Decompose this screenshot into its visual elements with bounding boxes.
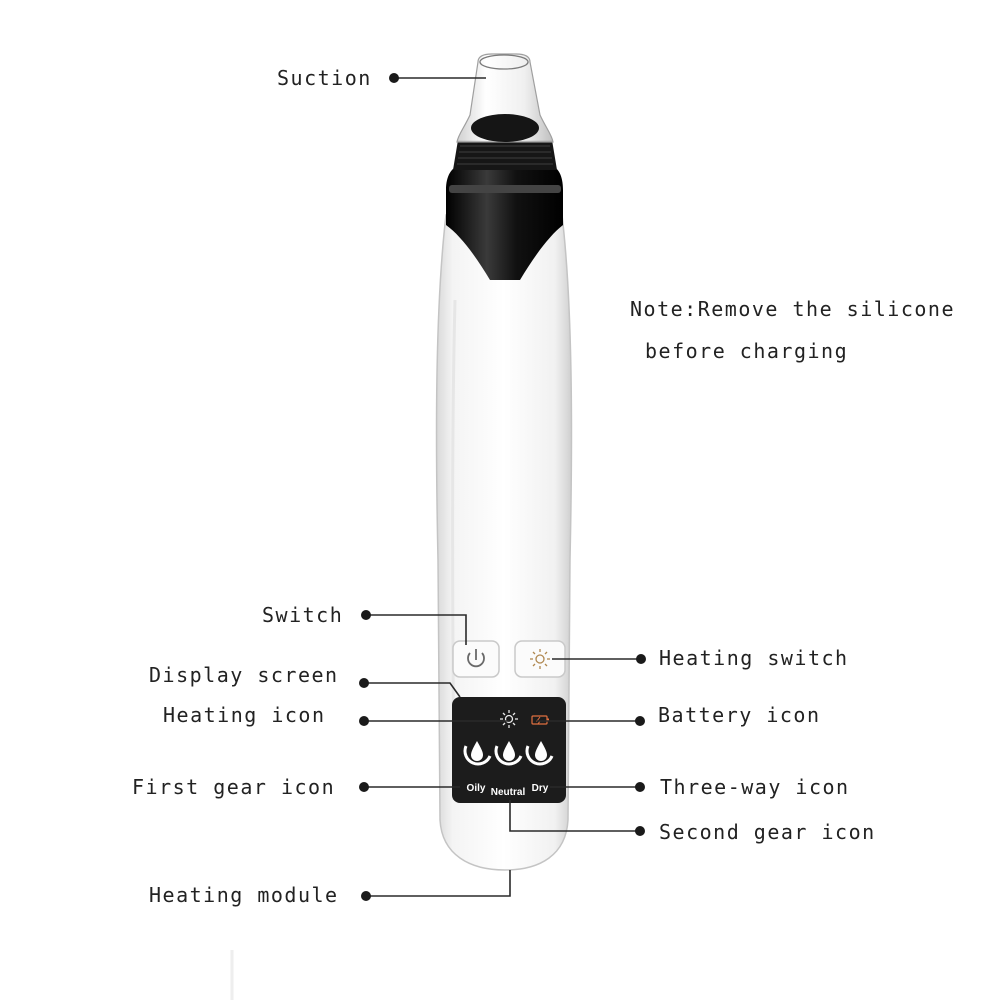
label-heating-switch: Heating switch [659, 646, 849, 670]
dot-display-screen [359, 678, 369, 688]
cap-threads [457, 145, 553, 165]
leader-lines [364, 77, 641, 897]
suction-cap-base [453, 140, 557, 170]
neutral-drop-icon [503, 741, 515, 761]
screen-dry-label: Dry [532, 783, 549, 794]
leader-display-screen [364, 682, 461, 698]
label-heating-module: Heating module [149, 883, 339, 907]
dot-heating-icon [359, 716, 369, 726]
dry-drop-icon [535, 741, 547, 761]
label-second-gear-icon: Second gear icon [659, 820, 876, 844]
screen-heating-icon [500, 710, 518, 728]
screen-drop-icons [463, 745, 554, 766]
label-heating-icon: Heating icon [163, 703, 326, 727]
note-line-1: Note:Remove the silicone [630, 297, 955, 321]
leader-switch [366, 614, 467, 645]
collar-ring [449, 185, 561, 193]
note-line-2: before charging [645, 339, 849, 363]
label-first-gear-icon: First gear icon [132, 775, 336, 799]
dot-three-way [635, 782, 645, 792]
power-icon [467, 649, 485, 668]
dot-second-gear [635, 826, 645, 836]
label-battery-icon: Battery icon [658, 703, 821, 727]
dot-battery [635, 716, 645, 726]
label-three-way-icon: Three-way icon [660, 775, 850, 799]
dot-heating-module [361, 891, 371, 901]
label-switch: Switch [262, 603, 344, 627]
label-display-screen: Display screen [149, 663, 339, 687]
dot-heating-switch [636, 654, 646, 664]
suction-opening [479, 54, 529, 70]
screen-oily-label: Oily [467, 783, 486, 794]
screen-drops [471, 741, 547, 761]
suction-inner [471, 114, 539, 142]
heating-button-icon [530, 649, 550, 669]
leader-dots [359, 73, 646, 901]
label-suction: Suction [277, 66, 372, 90]
dot-first-gear [359, 782, 369, 792]
oily-drop-icon [471, 741, 483, 761]
device-collar [446, 166, 563, 280]
screen-neutral-label: Neutral [491, 787, 526, 798]
dot-suction [389, 73, 399, 83]
dot-switch [361, 610, 371, 620]
leader-heating-module [366, 870, 511, 897]
leader-second-gear [509, 800, 640, 832]
